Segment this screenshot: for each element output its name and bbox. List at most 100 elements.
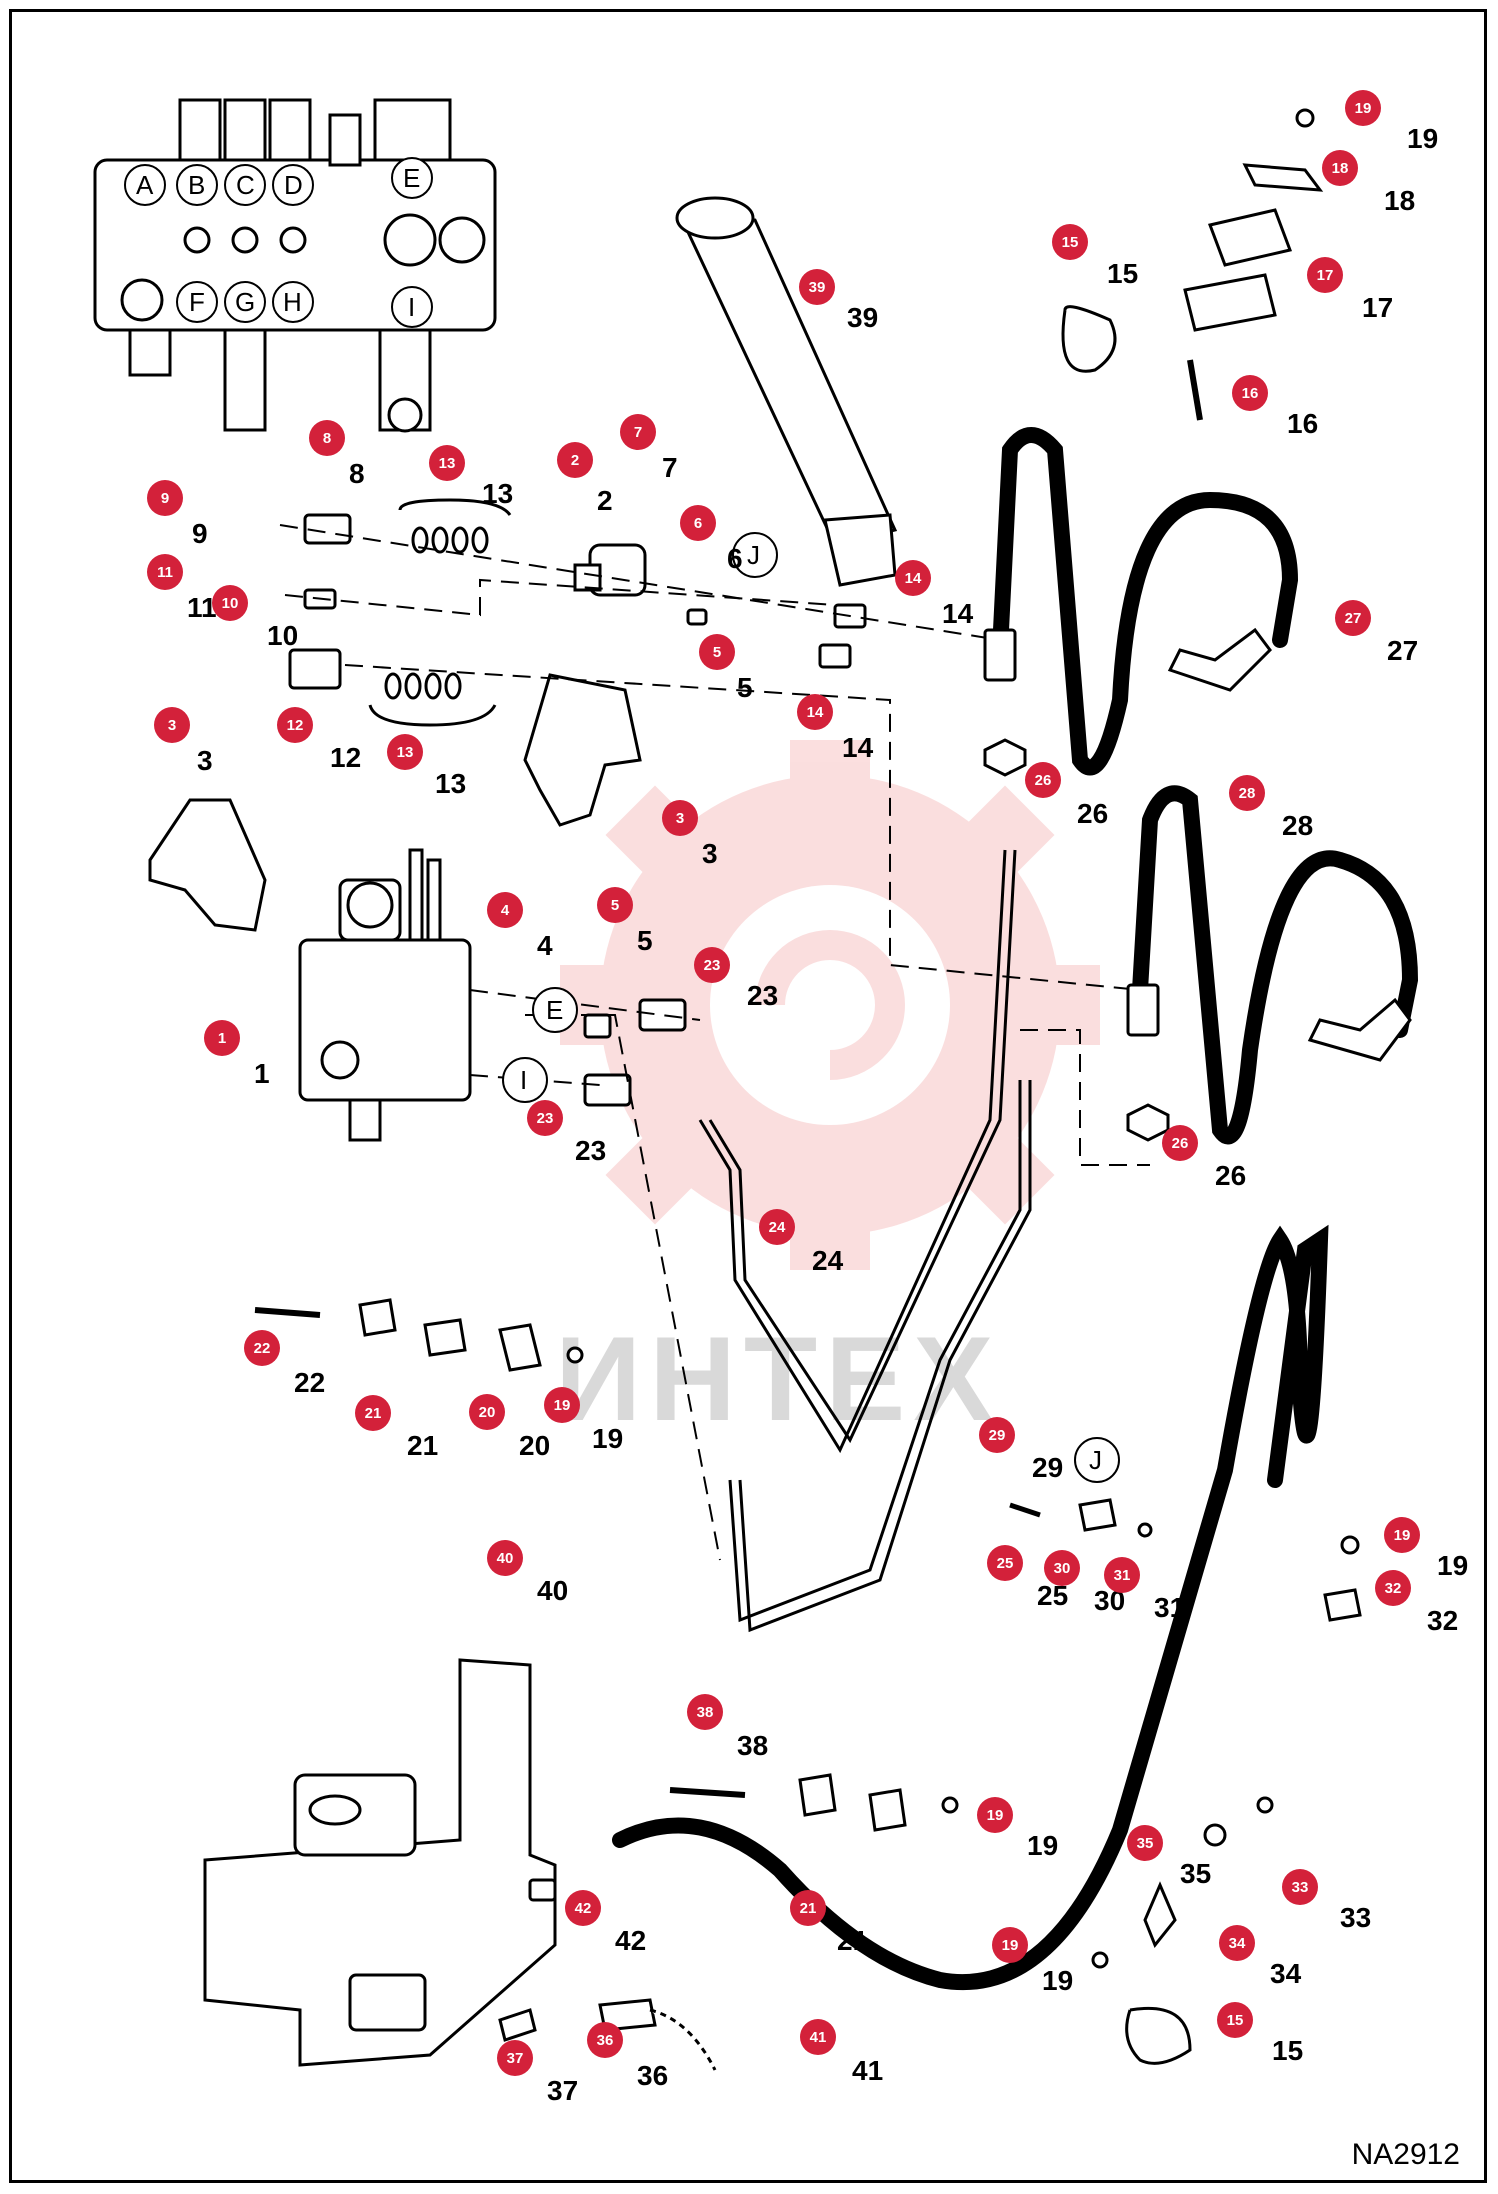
callout-badge-19: [544, 1387, 580, 1423]
callout-badge-number-31: 31: [1114, 1567, 1131, 1584]
callout-badge-number-1: 1: [218, 1030, 226, 1047]
hose-end-fittings: [983, 627, 1412, 1142]
callout-badge-3: [154, 707, 190, 743]
callout-badge-16: [1232, 375, 1268, 411]
callout-badge-number-5: 5: [713, 644, 721, 661]
callout-badge-number-2: 2: [571, 452, 579, 469]
callout-part-number-18: 18: [1384, 185, 1415, 216]
callout-badge-number-30: 30: [1054, 1560, 1071, 1577]
callout-badge-32: [1375, 1570, 1411, 1606]
callout-badge-number-28: 28: [1239, 785, 1256, 802]
clamp-small-parts: [498, 1498, 1362, 2071]
callout-part-number-13: 13: [435, 768, 466, 799]
callout-badge-number-22: 22: [254, 1340, 271, 1357]
callout-badge-1: [204, 1020, 240, 1056]
callout-badge-7: [620, 414, 656, 450]
callout-badge-number-21: 21: [365, 1405, 382, 1422]
callout-badge-number-19: 19: [554, 1397, 571, 1414]
callout-part-number-6: 6: [727, 543, 743, 574]
callout-badge-33: [1282, 1869, 1318, 1905]
callout-part-number-11: 11: [187, 592, 217, 623]
callout-badge-number-25: 25: [997, 1555, 1014, 1572]
callout-badge-28: [1229, 775, 1265, 811]
callout-badge-number-38: 38: [697, 1704, 714, 1721]
callout-badge-number-15: 15: [1062, 234, 1079, 251]
callout-part-number-26: 26: [1077, 798, 1108, 829]
valve-port-letters: A B C D E F G H I: [136, 163, 420, 322]
callout-part-number-22: 22: [294, 1367, 325, 1398]
callout-badge-number-16: 16: [1242, 385, 1259, 402]
callout-part-number-2: 2: [597, 485, 613, 516]
callout-part-number-28: 28: [1282, 810, 1313, 841]
callout-part-number-14: 14: [942, 598, 974, 629]
fuel-tank-part: [203, 1658, 557, 2067]
callout-badge-3: [662, 800, 698, 836]
valve-letter-i: I: [408, 292, 415, 322]
callout-part-number-15: 15: [1272, 2035, 1303, 2066]
callout-badge-30: [1044, 1550, 1080, 1586]
callout-badge-number-5: 5: [611, 897, 619, 914]
callout-part-number-19: 19: [1407, 123, 1438, 154]
callout-badge-31: [1104, 1557, 1140, 1593]
callout-badge-19: [977, 1797, 1013, 1833]
callout-badge-27: [1335, 600, 1371, 636]
callout-badge-number-19: 19: [987, 1807, 1004, 1824]
callout-part-number-21: 21: [837, 1925, 868, 1956]
valve-letter-b: B: [188, 170, 205, 200]
callout-part-number-34: 34: [1270, 1958, 1302, 1989]
callout-part-number-36: 36: [637, 2060, 668, 2091]
solenoid-part: [573, 543, 647, 597]
callout-badge-number-11: 11: [157, 564, 173, 581]
callout-badge-20: [469, 1394, 505, 1430]
callout-part-number-20: 20: [519, 1430, 550, 1461]
connector-i: I: [520, 1065, 527, 1095]
callout-part-number-40: 40: [537, 1575, 568, 1606]
hydraulic-hoses: [612, 427, 1419, 1991]
callout-badge-number-41: 41: [810, 2029, 827, 2046]
callout-part-number-21: 21: [407, 1430, 438, 1461]
valve-letter-c: C: [236, 170, 255, 200]
callout-badge-number-12: 12: [287, 717, 304, 734]
callout-badge-number-26: 26: [1035, 772, 1052, 789]
drawing-reference-code: NA2912: [1351, 2138, 1460, 2171]
callout-badge-number-4: 4: [501, 902, 510, 919]
callout-badge-40: [487, 1540, 523, 1576]
callout-badge-15: [1217, 2002, 1253, 2038]
callout-badge-41: [800, 2019, 836, 2055]
callout-badge-4: [487, 892, 523, 928]
callout-part-number-29: 29: [1032, 1452, 1063, 1483]
callout-part-number-5: 5: [637, 925, 653, 956]
callout-part-number-35: 35: [1180, 1858, 1211, 1889]
callout-badge-19: [992, 1927, 1028, 1963]
callout-markers: 1122333344555566778899101011111212131313…: [147, 90, 1468, 2106]
callout-badge-21: [355, 1395, 391, 1431]
fittings-group: [288, 513, 867, 1107]
connector-j-bottom: J: [1089, 1445, 1102, 1475]
callout-badge-19: [1345, 90, 1381, 126]
callout-part-number-3: 3: [197, 745, 213, 776]
callout-badge-19: [1384, 1517, 1420, 1553]
callout-badge-number-13: 13: [397, 744, 414, 761]
callout-badge-10: [212, 585, 248, 621]
callout-badge-14: [797, 694, 833, 730]
callout-part-number-7: 7: [662, 452, 678, 483]
valve-letter-e: E: [403, 163, 420, 193]
callout-part-number-17: 17: [1362, 292, 1393, 323]
callout-part-number-19: 19: [1027, 1830, 1058, 1861]
callout-badge-14: [895, 560, 931, 596]
callout-part-number-27: 27: [1387, 635, 1418, 666]
callout-part-number-24: 24: [812, 1245, 844, 1276]
callout-badge-number-33: 33: [1292, 1879, 1309, 1896]
callout-part-number-3: 3: [702, 838, 718, 869]
callout-part-number-32: 32: [1427, 1605, 1458, 1636]
callout-part-number-13: 13: [482, 478, 513, 509]
callout-badge-number-42: 42: [575, 1900, 592, 1917]
bracket-mid-part: [523, 673, 642, 827]
valve-letter-a: A: [136, 170, 154, 200]
callout-badge-number-35: 35: [1137, 1835, 1154, 1852]
callout-badge-number-15: 15: [1227, 2012, 1244, 2029]
callout-badge-number-9: 9: [161, 490, 169, 507]
callout-part-number-12: 12: [330, 742, 361, 773]
callout-badge-12: [277, 707, 313, 743]
valve-letter-h: H: [283, 287, 302, 317]
